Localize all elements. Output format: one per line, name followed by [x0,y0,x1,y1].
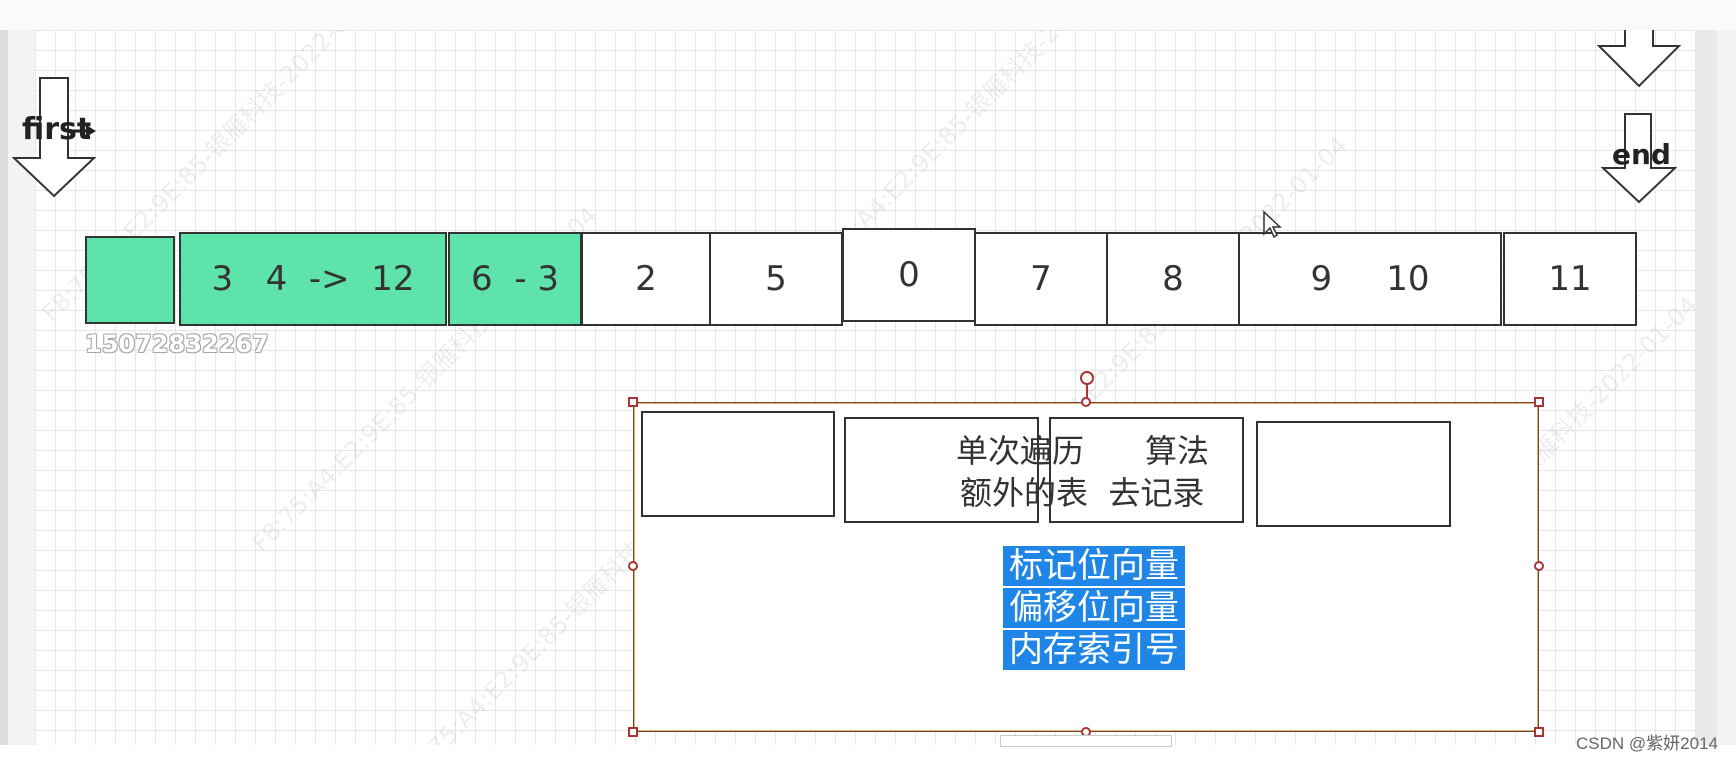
first-down-arrow-icon[interactable] [12,76,96,198]
drawing-canvas[interactable]: F8:75:A4:E2:9E:85-银雁科技-2022-01-04 F8:75:… [35,30,1695,745]
resize-handle-bottom-left[interactable] [628,727,638,737]
text-toolbar-stub [1000,735,1172,747]
array-cell[interactable] [85,236,175,324]
box-text-line-2: 额外的表 去记录 [960,474,1205,512]
resize-handle-top[interactable] [1081,397,1091,407]
rotate-handle-line [1086,381,1088,403]
inner-box[interactable] [844,417,1039,523]
resize-handle-left[interactable] [628,561,638,571]
box-text-line-1: 单次遍历 算法 [956,432,1210,470]
left-scroll-edge [0,30,8,745]
highlighted-text-line-1[interactable]: 标记位向量 [1003,546,1185,586]
resize-handle-bottom-right[interactable] [1534,727,1544,737]
array-cell[interactable]: 8 [1106,232,1240,326]
rotate-handle[interactable] [1080,371,1094,385]
inner-box[interactable] [1256,421,1451,527]
mouse-cursor-icon [1263,210,1282,239]
array-cell[interactable]: 2 [581,232,711,326]
end-label: end [1612,138,1671,171]
right-scroll-edge [1695,30,1717,745]
array-cell[interactable]: 9 10 [1238,232,1502,326]
footer-credit: CSDN @紫妍2014 [1576,734,1718,753]
inner-box[interactable] [641,411,835,517]
array-cell[interactable]: 3 4 -> 12 [179,232,447,326]
resize-handle-top-left[interactable] [628,397,638,407]
array-cell[interactable]: 7 [974,232,1108,326]
array-cell[interactable]: 5 [709,232,843,326]
phone-number-watermark: 15072832267 [85,330,269,358]
highlighted-text-line-3[interactable]: 内存索引号 [1003,630,1185,670]
top-down-arrow-icon [1597,30,1681,88]
resize-handle-right[interactable] [1534,561,1544,571]
highlighted-text-line-2[interactable]: 偏移位向量 [1003,588,1185,628]
inner-box[interactable] [1049,417,1244,523]
top-strip [0,0,1736,30]
end-down-arrow-icon[interactable] [1601,112,1677,204]
array-cell[interactable]: 6 - 3 [448,232,582,326]
array-cell[interactable]: 0 [842,228,976,322]
array-cell[interactable]: 11 [1503,232,1637,326]
pointer-right-arrow-icon [72,125,96,137]
bottom-strip [0,745,1736,759]
resize-handle-top-right[interactable] [1534,397,1544,407]
